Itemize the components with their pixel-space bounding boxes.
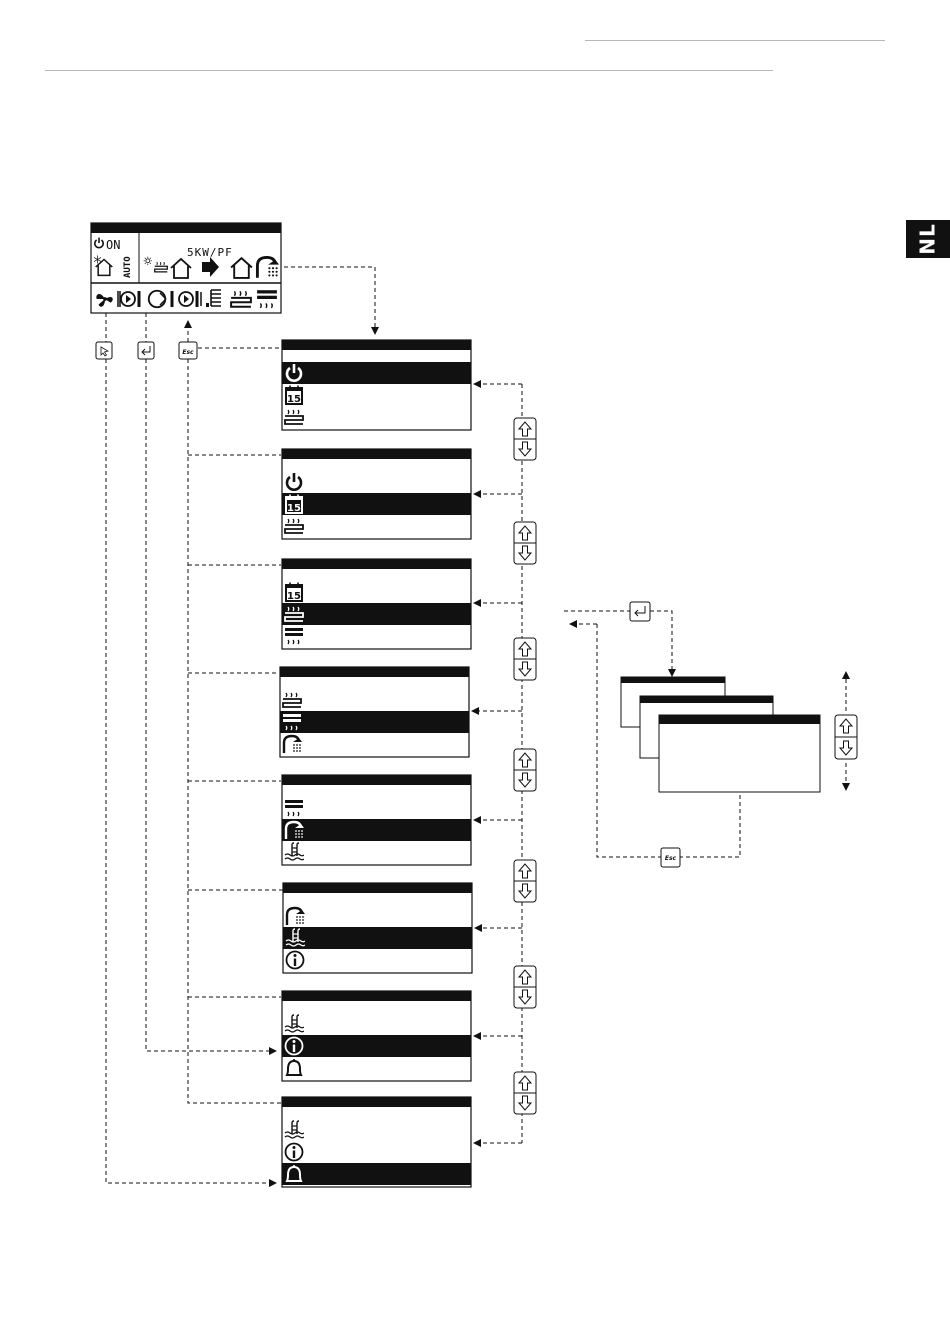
- updown-keys[interactable]: [514, 418, 536, 1114]
- menu-screen: [282, 775, 471, 865]
- menu-row-selected[interactable]: [282, 493, 471, 515]
- updown-key[interactable]: [514, 749, 536, 791]
- menu-screen: [282, 559, 471, 649]
- menu-row-selected[interactable]: [282, 1163, 471, 1185]
- submenu-enter-key[interactable]: [630, 602, 650, 621]
- menu-row-selected[interactable]: [282, 362, 471, 384]
- key-enter[interactable]: [138, 342, 154, 359]
- menu-screen: [282, 1097, 471, 1187]
- menu-row-selected[interactable]: [282, 819, 471, 841]
- updown-key[interactable]: [514, 1072, 536, 1114]
- esc-key-label: Esc: [182, 349, 194, 356]
- menu-screen: [282, 991, 471, 1081]
- updown-key[interactable]: [514, 638, 536, 680]
- calendar-icon: [286, 386, 302, 406]
- updown-key[interactable]: [514, 522, 536, 564]
- calendar-icon: [286, 495, 302, 515]
- calendar-icon: [286, 583, 302, 603]
- menu-screen: [280, 667, 469, 757]
- menu-screen: [282, 449, 471, 539]
- main-display: ON AUTO 5KW/PF: [91, 223, 281, 313]
- menu-row-selected[interactable]: [283, 927, 472, 949]
- model-label: 5KW/PF: [187, 246, 233, 259]
- submenu-section: Esc: [564, 602, 857, 867]
- submenu-esc-key[interactable]: Esc: [661, 848, 680, 867]
- menu-screens: [280, 340, 472, 1187]
- key-menu[interactable]: [96, 342, 112, 359]
- mode-status: AUTO: [123, 256, 133, 278]
- submenu-updown-key[interactable]: [835, 715, 857, 759]
- power-status: ON: [106, 238, 120, 252]
- updown-key[interactable]: [514, 860, 536, 902]
- menu-row-selected[interactable]: [282, 603, 471, 625]
- esc-key-label: Esc: [665, 855, 677, 862]
- submenu-screen-3: [659, 715, 820, 792]
- menu-screen: [283, 883, 472, 973]
- key-esc[interactable]: Esc: [179, 342, 197, 359]
- menu-row-selected[interactable]: [282, 1035, 471, 1057]
- menu-row[interactable]: [286, 583, 302, 603]
- updown-key[interactable]: [514, 966, 536, 1008]
- menu-row-selected[interactable]: [280, 711, 469, 733]
- updown-key[interactable]: [514, 418, 536, 460]
- menu-screen: [282, 340, 471, 430]
- menu-row[interactable]: [286, 386, 302, 406]
